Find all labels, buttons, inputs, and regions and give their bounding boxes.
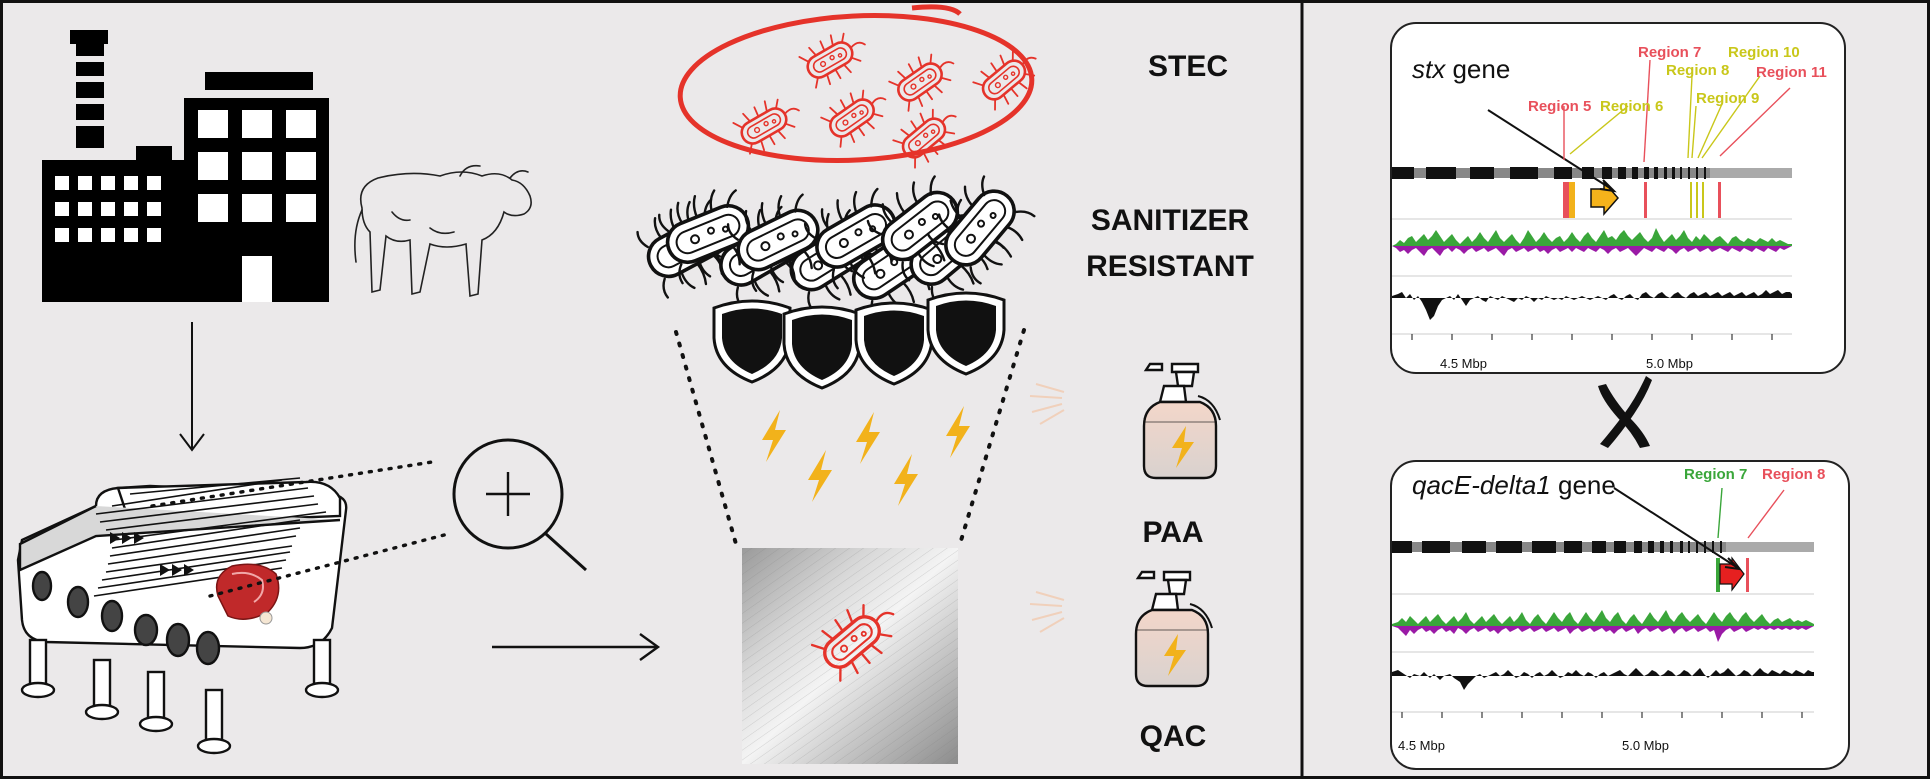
steel-surface [742,548,958,764]
stec-label: STEC [1147,50,1228,83]
axis-tick-label: 4.5 Mbp [1440,356,1487,371]
region-label: Region 9 [1696,90,1760,107]
region-label: Region 7 [1684,466,1748,483]
axis-tick-label: 4.5 Mbp [1398,738,1445,753]
qac-label: QAC [1139,720,1207,753]
region-label: Region 6 [1600,98,1664,115]
genome-map-top: stx gene Region 5 Region 6 Region 7 Regi… [1390,22,1846,374]
genome-track-top [1392,59,1792,340]
cross-icon [1598,376,1652,448]
qace-gene-label: qacE-delta1 gene [1412,470,1616,500]
region-label: Region 11 [1756,64,1827,81]
qac-spray [1029,570,1214,688]
cow-icon [354,164,532,298]
sanitizer-resistant-label: SANITIZER RESISTANT [1086,204,1254,283]
right-arrow [492,633,661,661]
region-label: Region 8 [1762,466,1826,483]
factory-icon [42,30,329,302]
region-label: Region 7 [1638,44,1702,61]
region-label: Region 8 [1666,62,1730,79]
region-label: Region 10 [1728,44,1800,61]
region-label: Region 5 [1528,98,1592,115]
stec-ellipse [677,4,1035,163]
axis-tick-label: 5.0 Mbp [1646,356,1693,371]
stx-gene-label: stx gene [1412,54,1511,84]
axis-tick-label: 5.0 Mbp [1622,738,1669,753]
genome-map-bottom: qacE-delta1 gene Region 7 Region 8 4.5 M… [1390,460,1850,770]
paa-spray [1029,362,1222,480]
genome-track-bottom [1392,487,1814,718]
meat-icon [215,563,280,625]
down-arrow [179,322,205,452]
magnifier-icon [452,438,588,572]
paa-label: PAA [1142,516,1204,549]
